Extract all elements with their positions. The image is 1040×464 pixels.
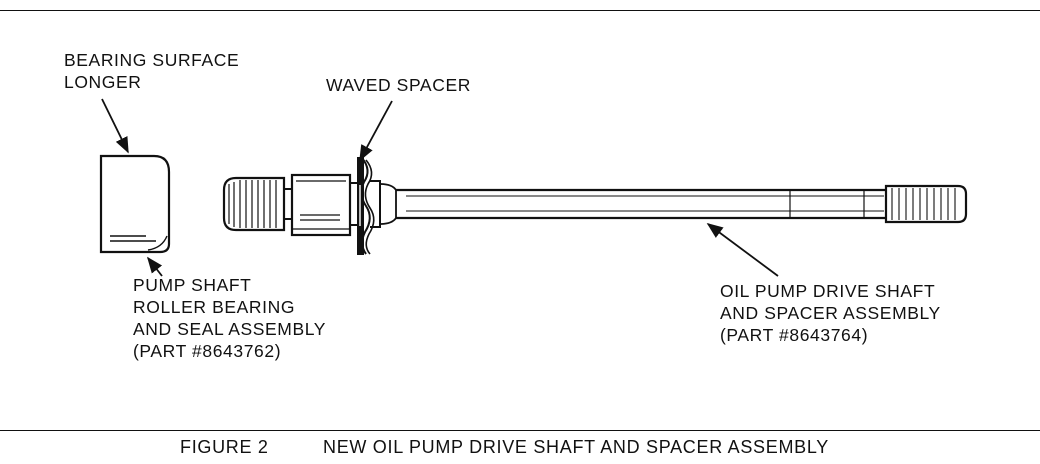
label-line: AND SPACER ASSEMBLY (720, 303, 941, 323)
figure-number: FIGURE 2 (180, 437, 269, 457)
waved-spacer-part (357, 157, 375, 255)
label-roller-bearing: PUMP SHAFT ROLLER BEARING AND SEAL ASSEM… (133, 274, 326, 362)
bearing-journal (290, 173, 352, 237)
label-line: BEARING SURFACE (64, 50, 240, 70)
label-bearing-surface: BEARING SURFACE LONGER (64, 49, 239, 93)
arrow-roller-bearing (147, 256, 163, 277)
label-drive-shaft: OIL PUMP DRIVE SHAFT AND SPACER ASSEMBLY… (720, 280, 941, 346)
top-rule (0, 10, 1040, 11)
label-line: (PART #8643762) (133, 341, 282, 361)
left-spline-end (222, 176, 286, 232)
arrow-drive-shaft (706, 223, 779, 277)
bottom-rule (0, 430, 1040, 431)
label-waved-spacer: WAVED SPACER (326, 74, 471, 96)
roller-bearing-part (99, 154, 171, 254)
label-line: (PART #8643764) (720, 325, 869, 345)
arrow-waved-spacer (359, 100, 393, 162)
label-line: PUMP SHAFT (133, 275, 252, 295)
figure-title: NEW OIL PUMP DRIVE SHAFT AND SPACER ASSE… (323, 437, 829, 457)
arrow-bearing-surface (101, 98, 129, 154)
label-line: AND SEAL ASSEMBLY (133, 319, 327, 339)
label-line: OIL PUMP DRIVE SHAFT (720, 281, 936, 301)
label-line: LONGER (64, 72, 142, 92)
drive-shaft-part (222, 157, 968, 255)
right-spline-end (884, 184, 968, 224)
long-shaft (396, 188, 886, 220)
label-line: WAVED SPACER (326, 75, 471, 95)
label-line: ROLLER BEARING (133, 297, 296, 317)
